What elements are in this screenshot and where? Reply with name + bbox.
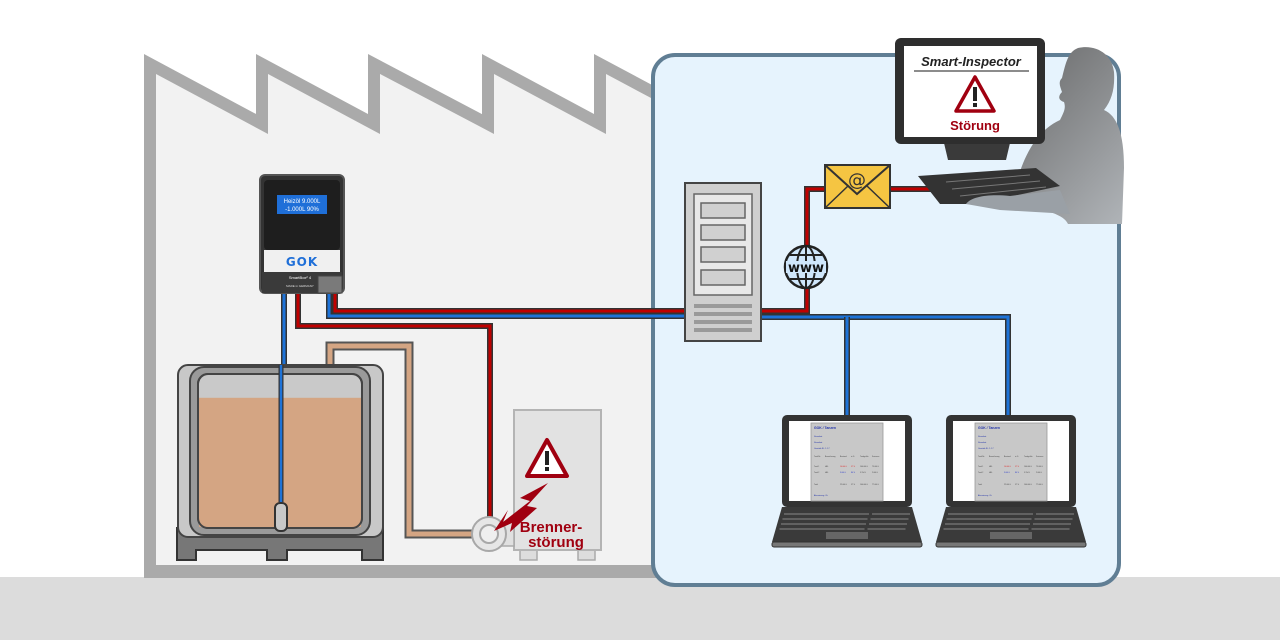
email-envelope-icon: @ [824,164,891,209]
laptop-table-header: in % [851,456,855,458]
laptop-table-header: Bezeichnung [825,456,835,458]
svg-text:100.000 L: 100.000 L [860,466,868,468]
svg-text:10.000 L: 10.000 L [1004,466,1011,468]
laptop-table-header: Bestand [840,455,847,458]
laptop-info-row: Standort [814,435,823,438]
smartbox-origin: MADE in GERMANY [286,284,314,288]
smartbox-display-line1: Heizöl 9.000L [284,199,321,205]
laptop-info-row: Standort [978,435,987,438]
svg-text:77.000 L: 77.000 L [1036,484,1043,486]
svg-text:57 %: 57 % [1015,484,1019,486]
laptop-touchpad [990,532,1032,539]
laptop-table-row: Tank 1 HEL 10.000 L 57 % 100.000 L 75.000 L [978,466,1043,468]
floor [0,577,1280,640]
laptop-table-header: Tank-Nr. [978,456,985,458]
laptop-screen-title: GOK / Tanzen [978,426,1000,430]
operator-arm [966,190,1070,214]
laptop-1: GOK / TanzenStandortStandortGerätel-ID: … [771,415,923,548]
laptop-app-window [974,422,1048,502]
svg-text:Total: Total [978,483,982,486]
svg-text:100.000 L: 100.000 L [1024,484,1032,486]
laptop-touchpad [826,532,868,539]
burner-fault-label-line1: Brenner- [520,519,583,536]
svg-text:77.000 L: 77.000 L [872,484,879,486]
svg-text:HEL: HEL [825,466,829,468]
envelope-at-symbol: @ [848,170,866,191]
svg-text:80 %: 80 % [851,472,855,474]
laptop-footer: Alarmierung: Ok [814,494,828,497]
svg-text:Tank 2: Tank 2 [814,472,819,474]
level-probe [274,502,288,532]
svg-text:Tank 2: Tank 2 [978,472,983,474]
laptop-footer: Alarmierung: Ok [978,494,992,497]
svg-text:57 %: 57 % [1015,466,1019,468]
svg-text:HEL: HEL [989,472,993,474]
svg-text:2.000 L: 2.000 L [872,472,878,474]
laptop-table-row: Total 22.000 L 57 % 100.000 L 77.000 L [814,483,879,486]
laptop-table-header: Tankgröße [1024,456,1033,458]
svg-text:57 %: 57 % [851,466,855,468]
laptop-table-header: in % [1015,456,1019,458]
laptop-table-row: Tank 2 HEL 3.000 L 80 % 5.154 L 2.000 L [814,472,878,474]
laptop-table-header: Freiraum [1036,456,1044,458]
monitor: Smart-Inspector Störung [895,38,1045,160]
svg-text:5.154 L: 5.154 L [860,472,866,474]
laptop-table-header: Bestand [1004,455,1011,458]
laptop-table-row: Total 22.000 L 57 % 100.000 L 77.000 L [978,483,1043,486]
globe-label: www [788,261,824,276]
monitor-app-title: Smart-Inspector [921,54,1022,69]
laptop-app-window [810,422,884,502]
laptop-info-row: Gerätel-ID: 1.17 [978,447,994,450]
laptop-info-row: Standort [814,441,823,444]
globe-www-icon: www [783,244,829,290]
svg-text:3.000 L: 3.000 L [840,472,846,474]
smartbox-device: Heizöl 9.000L -1.000L 90% GOK SmartBox² … [259,174,345,294]
burner-fault-label-line2: störung [528,534,584,551]
svg-text:Total: Total [814,483,818,486]
laptop-table-header: Tankgröße [860,456,869,458]
svg-text:2.000 L: 2.000 L [1036,472,1042,474]
monitor-status-text: Störung [950,118,1000,133]
server [684,182,762,342]
laptop-screen-title: GOK / Tanzen [814,426,836,430]
laptop-2: GOK / TanzenStandortStandortGerätel-ID: … [935,415,1087,548]
svg-text:HEL: HEL [825,472,829,474]
svg-text:10.000 L: 10.000 L [840,466,847,468]
laptop-info-row: Standort [978,441,987,444]
keyboard [918,168,1060,204]
svg-text:100.000 L: 100.000 L [1024,466,1032,468]
laptop-info-row: Gerätel-ID: 1.17 [814,447,830,450]
svg-text:75.000 L: 75.000 L [1036,466,1043,468]
svg-text:Tank 1: Tank 1 [978,466,983,468]
laptop-table-row: Tank 2 HEL 3.000 L 80 % 5.154 L 2.000 L [978,472,1042,474]
svg-text:80 %: 80 % [1015,472,1019,474]
smartbox-display [277,195,327,214]
laptops: GOK / TanzenStandortStandortGerätel-ID: … [771,415,1087,548]
svg-text:3.000 L: 3.000 L [1004,472,1010,474]
burner-warning-icon [525,438,569,478]
lightning-fault-icon [494,483,548,532]
svg-text:HEL: HEL [989,466,993,468]
smartbox-brand-logo: GOK [286,255,318,269]
alert-warning-icon [954,75,996,113]
svg-text:100.000 L: 100.000 L [860,484,868,486]
laptop-table-header: Freiraum [872,456,880,458]
svg-text:75.000 L: 75.000 L [872,466,879,468]
svg-text:5.154 L: 5.154 L [1024,472,1030,474]
burner-unit: Brenner- störung [471,409,602,561]
svg-text:22.000 L: 22.000 L [840,484,847,486]
laptop-table-header: Tank-Nr. [814,456,821,458]
oil-tank [176,364,384,561]
svg-text:Tank 1: Tank 1 [814,466,819,468]
svg-text:57 %: 57 % [851,484,855,486]
burner-pump [471,516,515,552]
svg-text:22.000 L: 22.000 L [1004,484,1011,486]
laptop-table-header: Bezeichnung [989,456,999,458]
smartbox-model: SmartBox² 4 [289,275,312,280]
smartbox-display-line2: -1.000L 90% [285,207,319,213]
laptop-table-row: Tank 1 HEL 10.000 L 57 % 100.000 L 75.000 L [814,466,879,468]
